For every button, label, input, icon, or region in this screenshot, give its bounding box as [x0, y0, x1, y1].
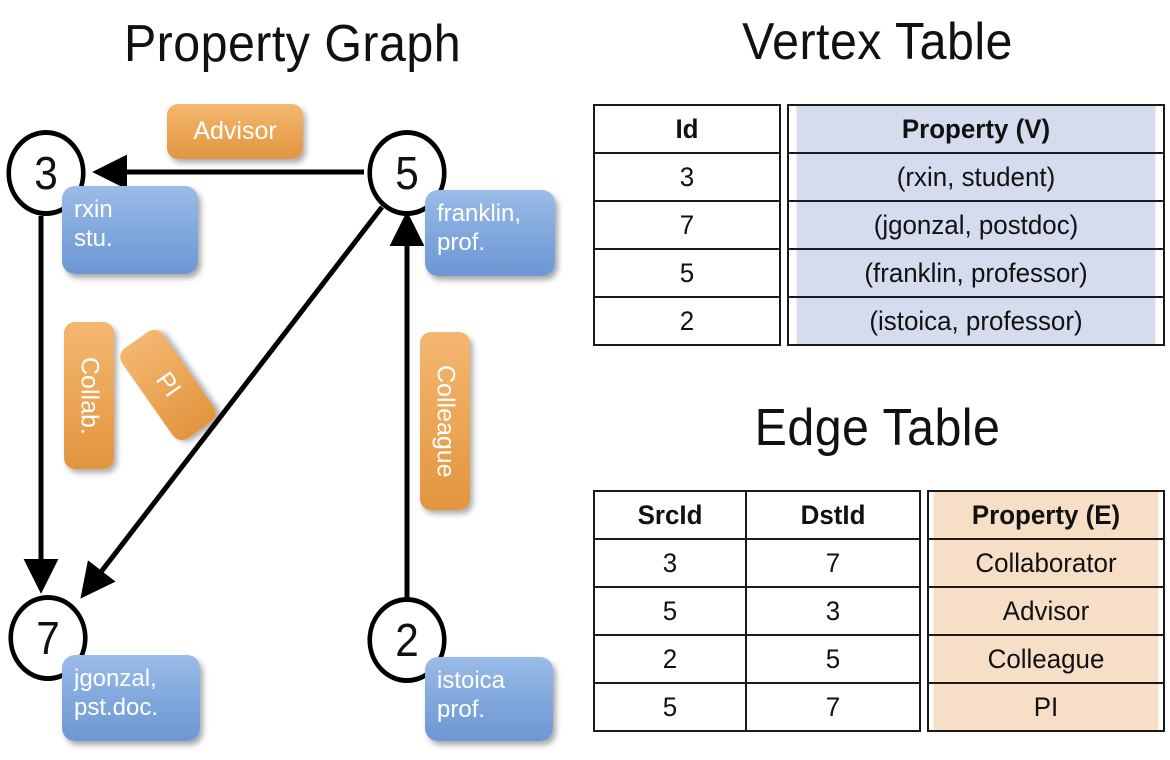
graph-node-3-property-line-1: rxin — [74, 196, 113, 223]
vertex-table-cell-property: (rxin, student) — [794, 152, 1158, 202]
graph-node-2-property-box[interactable]: istoica prof. — [425, 657, 553, 741]
vertex-table-header-row: Id Property (V) — [594, 104, 1164, 154]
graph-node-3-property-box[interactable]: rxin stu. — [62, 186, 198, 274]
graph-node-2-property-line-2: prof. — [437, 696, 486, 724]
graph-node-5-label: 5 — [395, 147, 419, 199]
page-title-property-graph: Property Graph — [123, 15, 462, 73]
vertex-table-column-gap — [780, 153, 788, 201]
graph-node-7-property-line-1: jgonzal, — [74, 665, 157, 692]
edge-table-cell-dstid: 5 — [748, 634, 918, 684]
edge-5-to-7 — [80, 205, 384, 599]
edge-table-column-gap — [920, 587, 928, 635]
edge-table-cell-property: Colleague — [931, 634, 1161, 684]
edge-label-colleague-text: Colleague — [431, 364, 460, 478]
graph-node-2-property-line-1: istoica — [437, 667, 506, 694]
edge-label-advisor-text: Advisor — [193, 117, 277, 145]
edge-table-row[interactable]: 5 3 Advisor — [594, 586, 1164, 636]
graph-node-3-property-line-2: stu. — [74, 225, 113, 253]
edge-label-pi-text: PI — [150, 367, 187, 403]
edge-table-cell-dstid: 7 — [748, 538, 918, 588]
vertex-table-cell-id: 2 — [596, 296, 778, 346]
edge-label-advisor[interactable]: Advisor — [167, 104, 303, 159]
edge-table-column-gap — [920, 539, 928, 587]
vertex-table-column-gap — [780, 201, 788, 249]
edge-table-header-property: Property (E) — [931, 490, 1161, 540]
edge-table-row[interactable]: 2 5 Colleague — [594, 634, 1164, 684]
vertex-table-cell-property: (franklin, professor) — [794, 248, 1158, 298]
edge-table: SrcId DstId Property (E) 3 7 Collaborato… — [593, 490, 1165, 732]
vertex-table-header-id: Id — [596, 104, 778, 154]
graph-node-7-property-line-2: pst.doc. — [74, 694, 159, 722]
graph-node-5-property-box[interactable]: franklin, prof. — [425, 190, 555, 276]
edge-table-cell-srcid: 5 — [596, 682, 744, 732]
edge-table-cell-dstid: 3 — [748, 586, 918, 636]
graph-node-7-label: 7 — [36, 612, 60, 664]
vertex-table-row[interactable]: 2 (istoica, professor) — [594, 296, 1164, 346]
edge-label-collab[interactable]: Collab. — [64, 322, 114, 469]
vertex-table-header-property: Property (V) — [794, 104, 1158, 154]
vertex-table-row[interactable]: 7 (jgonzal, postdoc) — [594, 200, 1164, 250]
graph-edges-canvas — [23, 154, 425, 599]
edge-table-row[interactable]: 5 7 PI — [594, 682, 1164, 732]
edge-table-cell-srcid: 5 — [596, 586, 744, 636]
edge-table-header-row: SrcId DstId Property (E) — [594, 490, 1164, 540]
vertex-table-column-gap — [780, 249, 788, 297]
vertex-table: Id Property (V) 3 (rxin, student) 7 (jgo… — [593, 104, 1165, 346]
edge-label-collab-text: Collab. — [75, 356, 104, 435]
vertex-table-cell-property: (istoica, professor) — [794, 296, 1158, 346]
vertex-table-cell-id: 7 — [596, 200, 778, 250]
vertex-table-row[interactable]: 5 (franklin, professor) — [594, 248, 1164, 298]
page-title-edge-table: Edge Table — [754, 399, 1001, 457]
vertex-table-row[interactable]: 3 (rxin, student) — [594, 152, 1164, 202]
edge-table-header-dstid: DstId — [748, 490, 918, 540]
vertex-table-cell-id: 5 — [596, 248, 778, 298]
vertex-table-column-gap — [780, 105, 788, 153]
graph-node-5-property-line-2: prof. — [437, 229, 486, 257]
graph-node-5-property-line-1: franklin, — [437, 200, 522, 227]
edge-table-column-gap — [920, 491, 928, 539]
edge-table-cell-srcid: 3 — [596, 538, 744, 588]
edge-table-cell-srcid: 2 — [596, 634, 744, 684]
edge-table-cell-property: Collaborator — [931, 538, 1161, 588]
vertex-table-cell-id: 3 — [596, 152, 778, 202]
graph-node-3-label: 3 — [34, 147, 58, 199]
vertex-table-cell-property: (jgonzal, postdoc) — [794, 200, 1158, 250]
edge-table-header-srcid: SrcId — [596, 490, 744, 540]
edge-table-row[interactable]: 3 7 Collaborator — [594, 538, 1164, 588]
graph-node-2-label: 2 — [395, 614, 419, 666]
page-title-vertex-table: Vertex Table — [742, 13, 1013, 71]
graph-node-5[interactable]: 5 — [367, 130, 447, 216]
edge-table-cell-property: PI — [931, 682, 1161, 732]
vertex-table-column-gap — [780, 297, 788, 345]
graph-node-2[interactable]: 2 — [367, 597, 447, 683]
edge-label-colleague[interactable]: Colleague — [420, 332, 470, 510]
edge-table-cell-dstid: 7 — [748, 682, 918, 732]
graph-node-7-property-box[interactable]: jgonzal, pst.doc. — [62, 655, 200, 741]
edge-table-column-gap — [920, 635, 928, 683]
edge-table-cell-property: Advisor — [931, 586, 1161, 636]
edge-table-column-gap — [920, 683, 928, 731]
